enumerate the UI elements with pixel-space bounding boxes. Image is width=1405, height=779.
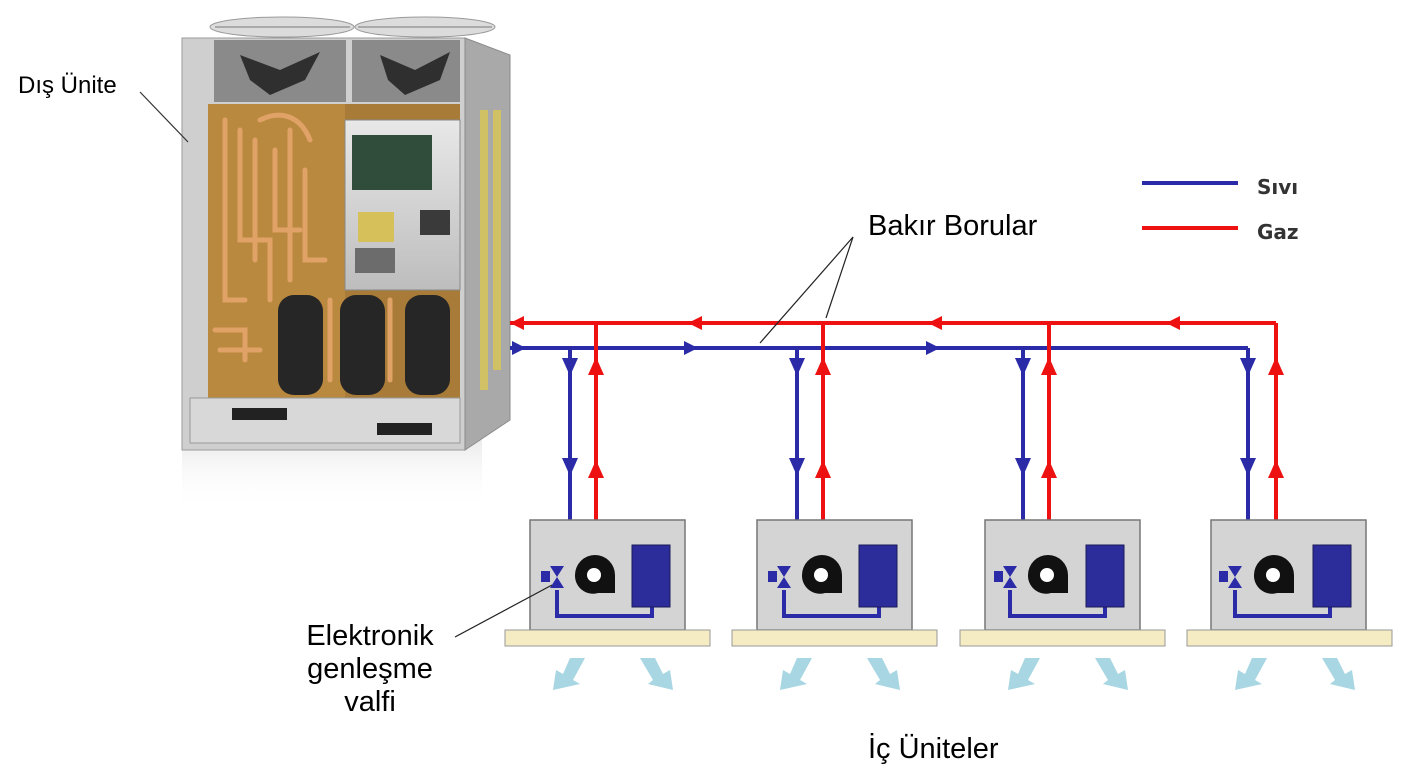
compressor-icon — [278, 295, 450, 395]
airflow-arrow-icon — [1008, 658, 1128, 690]
coil-icon — [1312, 544, 1352, 608]
outdoor-unit-leader-line — [139, 91, 189, 143]
legend-liquid-label: Sıvı — [1257, 175, 1299, 199]
liquid-main-pipe — [510, 346, 1250, 540]
coil-icon — [858, 544, 898, 608]
coil-icon — [631, 544, 671, 608]
copper-pipes-label: Bakır Borular — [868, 210, 1038, 242]
valve-icon — [994, 566, 1017, 588]
indoor-unit — [959, 323, 1166, 690]
liquid-flow-arrows — [512, 341, 940, 355]
fan-grille-icon — [209, 16, 496, 38]
valve-icon — [768, 566, 791, 588]
fan-icon — [1027, 555, 1068, 594]
valve-icon — [1219, 566, 1242, 588]
indoor-units-label: İç Üniteler — [868, 733, 999, 765]
fan-icon — [574, 555, 615, 594]
expansion-valve-label: Elektronik genleşme valfi — [306, 620, 434, 718]
valve-icon — [541, 566, 564, 588]
fan-icon — [1253, 555, 1294, 594]
legend-gas-label: Gaz — [1257, 220, 1299, 244]
expansion-valve-leader-line — [454, 584, 553, 638]
gas-flow-arrows — [510, 316, 1180, 330]
airflow-arrow-icon — [780, 658, 900, 690]
airflow-arrow-icon — [1235, 658, 1355, 690]
indoor-unit — [731, 323, 938, 690]
outdoor-unit — [181, 16, 511, 510]
coil-icon — [1085, 544, 1125, 608]
airflow-arrow-icon — [553, 658, 673, 690]
indoor-unit — [504, 323, 711, 690]
fan-icon — [240, 52, 450, 95]
copper-pipes-leader-lines — [759, 236, 854, 344]
gas-main-pipe — [510, 321, 1278, 533]
indoor-unit — [1186, 357, 1393, 690]
fan-icon — [801, 555, 842, 594]
outdoor-unit-label: Dış Ünite — [18, 72, 117, 99]
